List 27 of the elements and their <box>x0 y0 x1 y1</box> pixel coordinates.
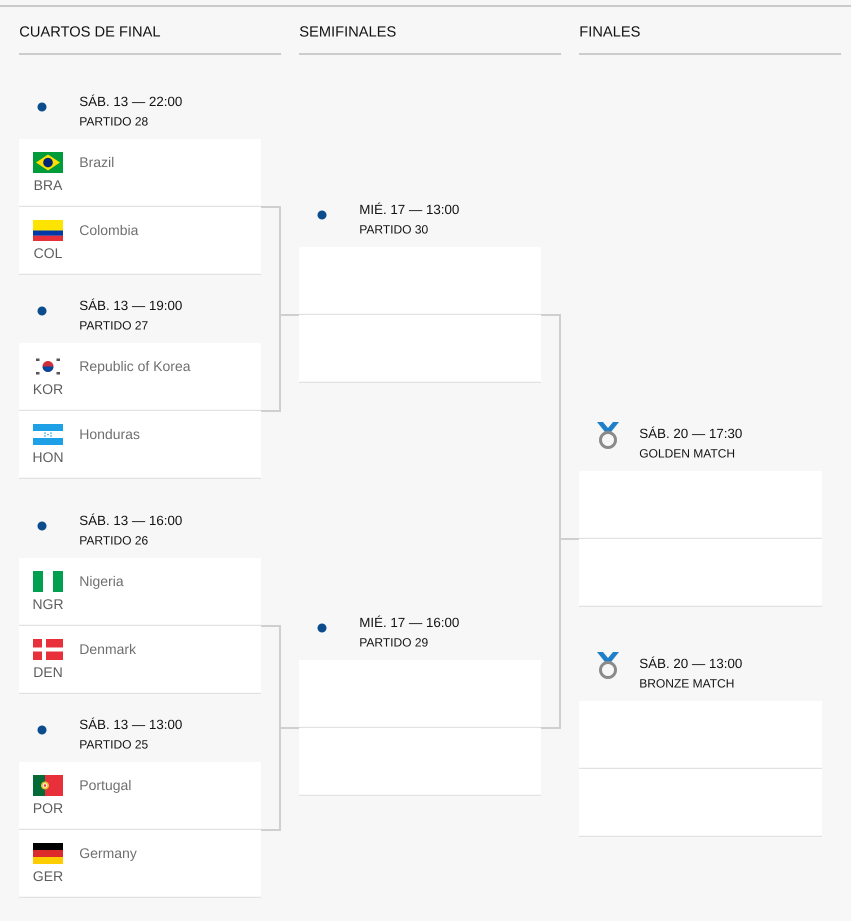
match-title: BRONZE MATCH <box>640 679 734 688</box>
team-row: Honduras HON <box>19 411 261 479</box>
team-row: Nigeria NGR <box>19 558 261 626</box>
match-title: GOLDEN MATCH <box>640 449 734 458</box>
match-date: SÁB. 20 — 13:00 <box>640 656 742 668</box>
team-row: Brazil BRA <box>19 139 261 207</box>
column-heading: CUARTOS DE FINAL <box>20 26 160 37</box>
column-heading: SEMIFINALES <box>300 26 396 37</box>
match-title: PARTIDO 29 <box>360 638 428 647</box>
match-date: SÁB. 13 — 13:00 <box>80 717 182 730</box>
match-date: MIÉ. 17 — 16:00 <box>360 615 459 628</box>
match-title: PARTIDO 30 <box>360 225 428 234</box>
match-date: SÁB. 13 — 19:00 <box>80 298 182 310</box>
team-row: Republic of Korea KOR <box>19 343 261 412</box>
match-title: PARTIDO 27 <box>80 321 148 330</box>
match-title: PARTIDO 25 <box>80 740 148 749</box>
match-date: SÁB. 20 — 17:30 <box>640 426 742 438</box>
match-date: SÁB. 13 — 16:00 <box>80 513 182 526</box>
team-row: Germany GER <box>19 830 261 898</box>
match-title: PARTIDO 28 <box>80 117 148 126</box>
match-date: MIÉ. 17 — 13:00 <box>360 202 459 214</box>
match-date: SÁB. 13 — 22:00 <box>80 94 182 106</box>
team-row: Colombia COL <box>19 207 261 275</box>
team-row: Denmark DEN <box>19 626 261 694</box>
team-row: Portugal POR <box>19 762 261 830</box>
column-heading: FINALES <box>580 26 640 37</box>
match-title: PARTIDO 26 <box>80 536 148 545</box>
